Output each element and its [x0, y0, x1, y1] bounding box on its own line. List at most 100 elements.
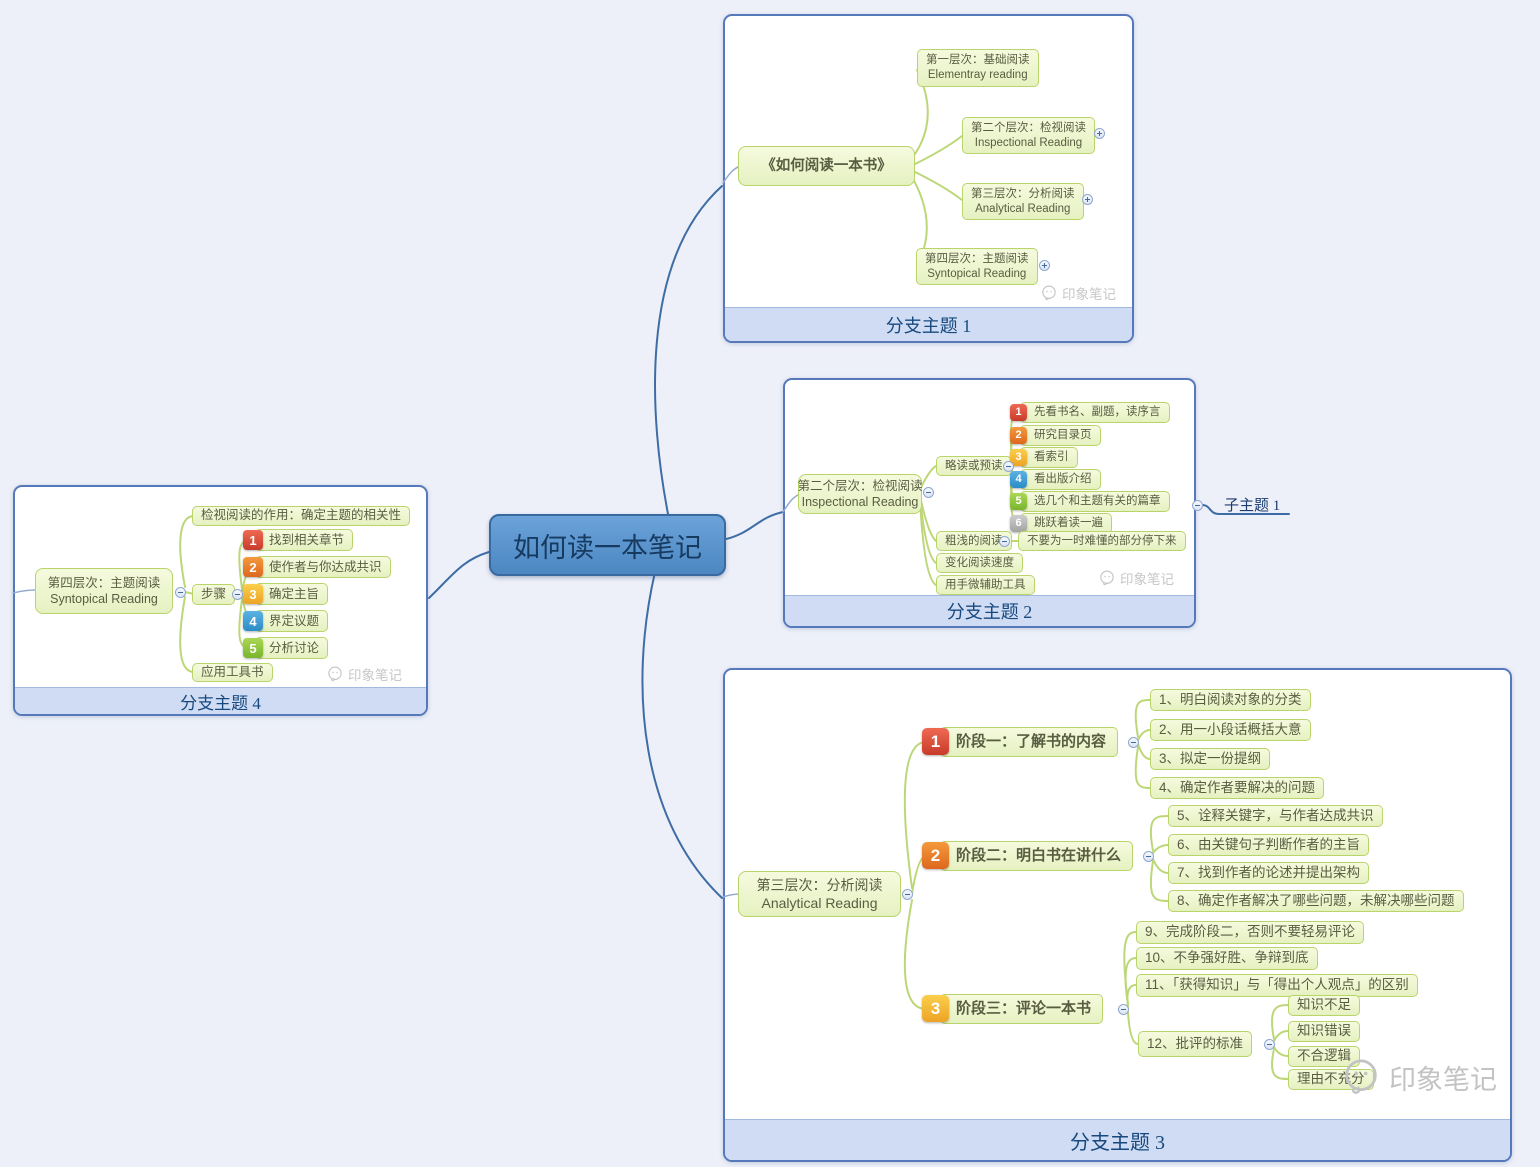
- number-badge: 4: [1010, 470, 1027, 488]
- step-label: 确定主旨: [255, 583, 329, 606]
- collapse-icon[interactable]: [1128, 737, 1139, 748]
- collapse-icon[interactable]: [999, 536, 1010, 547]
- steps-topic[interactable]: 步骤: [192, 584, 236, 605]
- stage3-item[interactable]: 10、不争强好胜、争辩到底: [1136, 947, 1318, 970]
- evernote-watermark: 印象笔记: [1098, 568, 1174, 588]
- evernote-watermark: 印象笔记: [326, 664, 402, 684]
- number-badge: 1: [243, 530, 263, 551]
- shallow-reading-topic[interactable]: 粗浅的阅读: [936, 531, 1012, 551]
- syntopical-step-4[interactable]: 4 界定议题: [243, 610, 329, 633]
- stage1-label: 阶段一：了解书的内容: [940, 727, 1119, 757]
- stage1-item[interactable]: 4、确定作者要解决的问题: [1150, 777, 1325, 799]
- skim-step-label: 研究目录页: [1020, 425, 1101, 446]
- number-badge: 3: [243, 584, 263, 605]
- watermark-text: 印象笔记: [1062, 287, 1116, 302]
- branch-panel-4-title: 分支主题 4: [15, 687, 426, 714]
- stage3-item[interactable]: 9、完成阶段二，否则不要轻易评论: [1136, 921, 1365, 944]
- collapse-icon[interactable]: [902, 889, 913, 900]
- reference-book-topic[interactable]: 应用工具书: [192, 663, 273, 682]
- expand-icon[interactable]: [1082, 194, 1093, 205]
- level1-topic-zh: 第一层次：基础阅读: [926, 54, 1030, 67]
- reading-speed-topic[interactable]: 变化阅读速度: [936, 553, 1023, 573]
- number-badge: 2: [1010, 426, 1027, 444]
- floating-subtopic-1[interactable]: 子主题 1: [1224, 498, 1281, 514]
- level4-topic-zh: 第四层次：主题阅读: [925, 252, 1029, 265]
- branch-panel-1-title: 分支主题 1: [725, 307, 1132, 341]
- criteria-item[interactable]: 知识错误: [1288, 1021, 1360, 1042]
- stage2-item[interactable]: 6、由关键句子判断作者的主旨: [1168, 834, 1370, 856]
- level2-topic[interactable]: 第二个层次：检视阅读 Inspectional Reading: [962, 117, 1095, 154]
- level3-topic-zh: 第三层次：分析阅读: [971, 187, 1075, 200]
- skim-step-label: 选几个和主题有关的篇章: [1020, 491, 1170, 512]
- collapse-icon[interactable]: [1118, 1004, 1129, 1015]
- stage3-topic[interactable]: 3 阶段三：评论一本书: [922, 994, 1104, 1024]
- skim-topic[interactable]: 略读或预读: [936, 456, 1012, 476]
- number-badge: 2: [922, 842, 949, 870]
- level4-topic[interactable]: 第四层次：主题阅读 Syntopical Reading: [916, 248, 1038, 285]
- stage1-item[interactable]: 2、用一小段话概括大意: [1150, 719, 1311, 741]
- expand-icon[interactable]: [1094, 128, 1105, 139]
- collapse-icon[interactable]: [1003, 461, 1014, 472]
- number-badge: 4: [243, 611, 263, 632]
- stage2-item[interactable]: 8、确定作者解决了哪些问题，未解决哪些问题: [1168, 890, 1464, 912]
- shallow-reading-note[interactable]: 不要为一时难懂的部分停下来: [1018, 531, 1186, 551]
- stage2-item[interactable]: 7、找到作者的论述并提出架构: [1168, 862, 1370, 884]
- stage2-label: 阶段二：明白书在讲什么: [940, 841, 1134, 871]
- branch-panel-3-title: 分支主题 3: [725, 1119, 1510, 1160]
- evernote-elephant-icon: [1100, 570, 1114, 586]
- number-badge: 6: [1010, 514, 1027, 532]
- syntopical-root-zh: 第四层次：主题阅读: [47, 575, 161, 590]
- inspectional-root-en: Inspectional Reading: [801, 495, 919, 509]
- analytical-root-zh: 第三层次：分析阅读: [756, 876, 883, 893]
- number-badge: 5: [243, 638, 263, 659]
- collapse-icon[interactable]: [175, 587, 186, 598]
- criteria-topic[interactable]: 12、批评的标准: [1138, 1031, 1253, 1057]
- evernote-elephant-icon: [1345, 1059, 1377, 1094]
- syntopical-root-topic[interactable]: 第四层次：主题阅读 Syntopical Reading: [35, 568, 173, 614]
- step-label: 使作者与你达成共识: [255, 556, 391, 579]
- stage1-topic[interactable]: 1 阶段一：了解书的内容: [922, 727, 1119, 757]
- book-root-topic[interactable]: 《如何阅读一本书》: [738, 146, 915, 186]
- stage2-topic[interactable]: 2 阶段二：明白书在讲什么: [922, 841, 1134, 871]
- watermark-text: 印象笔记: [1389, 1064, 1497, 1095]
- level1-topic-en: Elementray reading: [927, 69, 1028, 81]
- central-topic[interactable]: 如何读一本笔记: [489, 514, 726, 576]
- criteria-item[interactable]: 知识不足: [1288, 995, 1360, 1016]
- evernote-watermark: 印象笔记: [1040, 283, 1116, 303]
- stage3-label: 阶段三：评论一本书: [940, 994, 1104, 1024]
- stage1-item[interactable]: 1、明白阅读对象的分类: [1150, 689, 1311, 711]
- collapse-icon[interactable]: [1192, 500, 1203, 511]
- inspectional-root-topic[interactable]: 第二个层次：检视阅读 Inspectional Reading: [798, 474, 923, 514]
- watermark-text: 印象笔记: [1120, 572, 1174, 587]
- skim-step-4[interactable]: 4 看出版介绍: [1010, 469, 1101, 490]
- inspection-role-topic[interactable]: 检视阅读的作用：确定主题的相关性: [192, 506, 411, 526]
- skim-step-label: 先看书名、副题，读序言: [1020, 402, 1170, 423]
- evernote-watermark-large: 印象笔记: [1340, 1056, 1497, 1098]
- syntopical-step-5[interactable]: 5 分析讨论: [243, 637, 329, 660]
- level2-topic-zh: 第二个层次：检视阅读: [971, 121, 1086, 134]
- skim-step-label: 看索引: [1020, 447, 1078, 468]
- evernote-elephant-icon: [328, 666, 342, 682]
- stage1-item[interactable]: 3、拟定一份提纲: [1150, 748, 1271, 770]
- level3-topic[interactable]: 第三层次：分析阅读 Analytical Reading: [962, 183, 1084, 220]
- skim-step-label: 看出版介绍: [1020, 469, 1101, 490]
- collapse-icon[interactable]: [232, 589, 243, 600]
- skim-step-5[interactable]: 5 选几个和主题有关的篇章: [1010, 491, 1170, 512]
- skim-step-2[interactable]: 2 研究目录页: [1010, 425, 1101, 446]
- analytical-root-topic[interactable]: 第三层次：分析阅读 Analytical Reading: [738, 871, 901, 917]
- collapse-icon[interactable]: [1264, 1039, 1275, 1050]
- stage2-item[interactable]: 5、诠释关键字，与作者达成共识: [1168, 805, 1383, 827]
- hand-aid-topic[interactable]: 用手微辅助工具: [936, 575, 1035, 595]
- level1-topic[interactable]: 第一层次：基础阅读 Elementray reading: [917, 49, 1039, 87]
- number-badge: 1: [1010, 403, 1027, 421]
- syntopical-step-3[interactable]: 3 确定主旨: [243, 583, 329, 606]
- collapse-icon[interactable]: [923, 487, 934, 498]
- syntopical-step-1[interactable]: 1 找到相关章节: [243, 529, 354, 552]
- step-label: 分析讨论: [255, 637, 329, 660]
- expand-icon[interactable]: [1039, 260, 1050, 271]
- collapse-icon[interactable]: [1143, 851, 1154, 862]
- stage3-item[interactable]: 11、「获得知识」与「得出个人观点」的区别: [1136, 974, 1418, 997]
- syntopical-step-2[interactable]: 2 使作者与你达成共识: [243, 556, 391, 579]
- skim-step-1[interactable]: 1 先看书名、副题，读序言: [1010, 402, 1170, 423]
- skim-step-3[interactable]: 3 看索引: [1010, 447, 1078, 468]
